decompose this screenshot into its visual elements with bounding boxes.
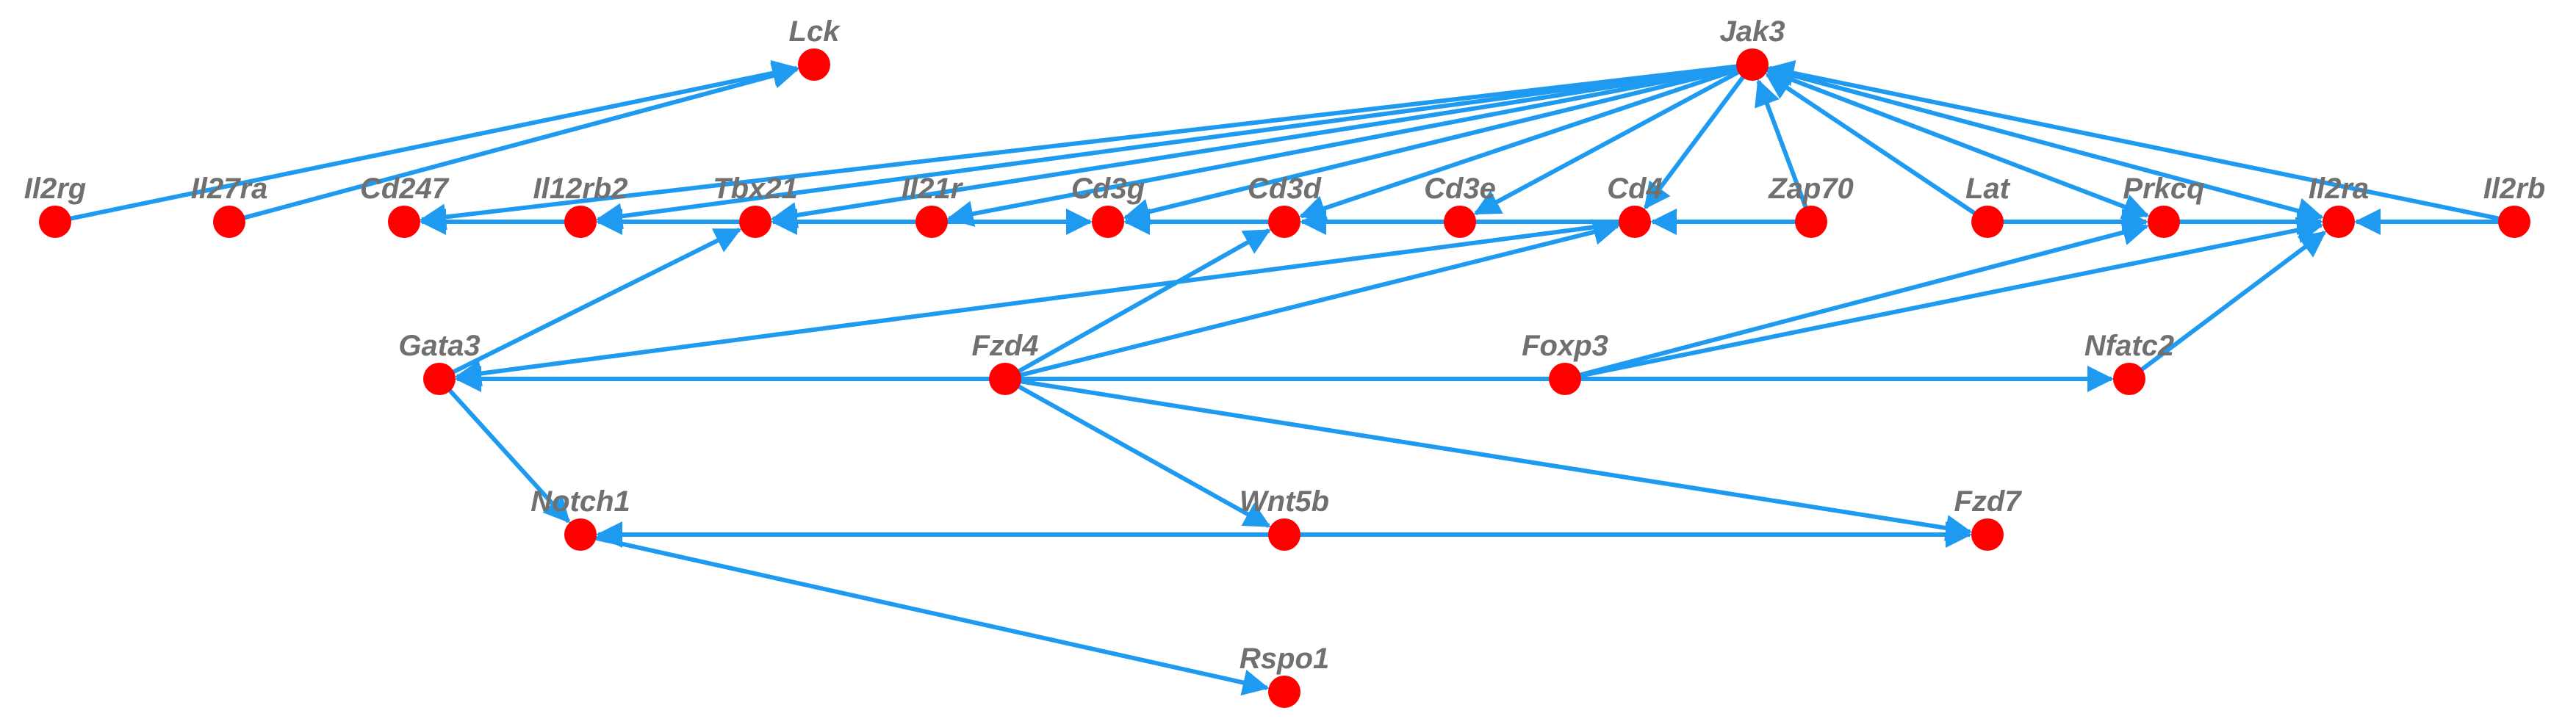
edge-foxp3-to-il2ra xyxy=(1577,217,2324,379)
node-il2ra xyxy=(2323,206,2355,238)
node-label-gata3: Gata3 xyxy=(398,330,480,362)
node-prkcq xyxy=(2148,206,2180,238)
edge-jak3-to-prkcq xyxy=(1763,67,2150,220)
edge-fzd4-to-fzd7 xyxy=(1018,378,1973,541)
node-il2rg xyxy=(39,206,71,238)
node-label-zap70: Zap70 xyxy=(1768,173,1854,205)
node-rspo1 xyxy=(1268,676,1300,708)
node-fzd7 xyxy=(1971,518,2004,551)
node-label-cd247: Cd247 xyxy=(360,173,450,205)
node-label-prkcq: Prkcq xyxy=(2123,173,2204,205)
node-gata3 xyxy=(423,363,456,395)
node-foxp3 xyxy=(1549,363,1581,395)
nodes-layer xyxy=(39,48,2530,708)
node-label-notch1: Notch1 xyxy=(530,485,630,518)
edge-jak3-to-cd3g xyxy=(1123,65,1741,225)
node-cd3d xyxy=(1268,206,1300,238)
edge-jak3-to-cd3d xyxy=(1298,66,1741,221)
node-label-fzd4: Fzd4 xyxy=(971,330,1038,362)
edge-gata3-to-notch1 xyxy=(446,387,571,524)
node-notch1 xyxy=(564,518,597,551)
node-tbx21 xyxy=(739,206,771,238)
node-lat xyxy=(1971,206,2004,238)
node-label-jak3: Jak3 xyxy=(1720,15,1785,48)
edge-jak3-to-il12rb2 xyxy=(595,64,1740,230)
node-fzd4 xyxy=(989,363,1021,395)
node-label-fzd7: Fzd7 xyxy=(1954,485,2022,518)
node-label-il21r: Il21r xyxy=(902,173,964,205)
edge-jak3-to-cd247 xyxy=(419,64,1740,231)
node-label-il12rb2: Il12rb2 xyxy=(533,173,628,205)
node-label-wnt5b: Wnt5b xyxy=(1240,485,1329,518)
edge-fzd4-to-cd4 xyxy=(1017,219,1620,378)
node-lck xyxy=(798,48,830,81)
edge-il2rb-to-jak3 xyxy=(1767,59,2502,222)
edge-notch1-to-rspo1 xyxy=(592,535,1270,696)
node-label-lck: Lck xyxy=(789,15,841,48)
edge-cd4-to-gata3 xyxy=(454,221,1622,387)
node-label-il27ra: Il27ra xyxy=(191,173,268,205)
node-label-foxp3: Foxp3 xyxy=(1522,330,1608,362)
edge-jak3-to-cd3e xyxy=(1473,68,1742,216)
edge-nfatc2-to-il2ra xyxy=(2138,231,2327,373)
edge-fzd4-to-wnt5b xyxy=(1015,383,1271,528)
edge-lat-to-jak3 xyxy=(1765,72,1978,217)
node-label-tbx21: Tbx21 xyxy=(713,173,798,205)
node-label-il2rg: Il2rg xyxy=(24,173,86,205)
edge-il27ra-to-lck xyxy=(241,62,799,221)
edge-jak3-to-tbx21 xyxy=(770,64,1740,228)
node-cd3e xyxy=(1444,206,1476,238)
node-label-il2ra: Il2ra xyxy=(2309,173,2369,205)
node-label-cd4: Cd4 xyxy=(1607,173,1663,205)
node-label-cd3g: Cd3g xyxy=(1071,173,1145,205)
node-wnt5b xyxy=(1268,518,1300,551)
edge-jak3-to-cd4 xyxy=(1643,73,1746,210)
edge-il2rg-to-lck xyxy=(68,59,799,222)
edge-zap70-to-jak3 xyxy=(1755,79,1809,211)
node-jak3 xyxy=(1736,48,1769,81)
node-il27ra xyxy=(213,206,245,238)
node-label-cd3d: Cd3d xyxy=(1248,173,1323,205)
node-cd4 xyxy=(1619,206,1651,238)
node-cd3g xyxy=(1092,206,1124,238)
node-cd247 xyxy=(388,206,420,238)
node-nfatc2 xyxy=(2113,363,2145,395)
node-il21r xyxy=(915,206,948,238)
node-il12rb2 xyxy=(564,206,597,238)
edge-gata3-to-tbx21 xyxy=(450,228,742,375)
edge-foxp3-to-prkcq xyxy=(1577,220,2149,378)
edge-jak3-to-il21r xyxy=(946,65,1740,227)
node-label-lat: Lat xyxy=(1965,173,2011,205)
node-zap70 xyxy=(1795,206,1827,238)
edge-jak3-to-il2ra xyxy=(1764,65,2324,224)
node-il2rb xyxy=(2498,206,2530,238)
node-label-rspo1: Rspo1 xyxy=(1240,643,1329,675)
node-label-nfatc2: Nfatc2 xyxy=(2084,330,2174,362)
edge-fzd4-to-cd3d xyxy=(1015,228,1271,375)
node-label-il2rb: Il2rb xyxy=(2483,173,2545,205)
node-label-cd3e: Cd3e xyxy=(1424,173,1496,205)
